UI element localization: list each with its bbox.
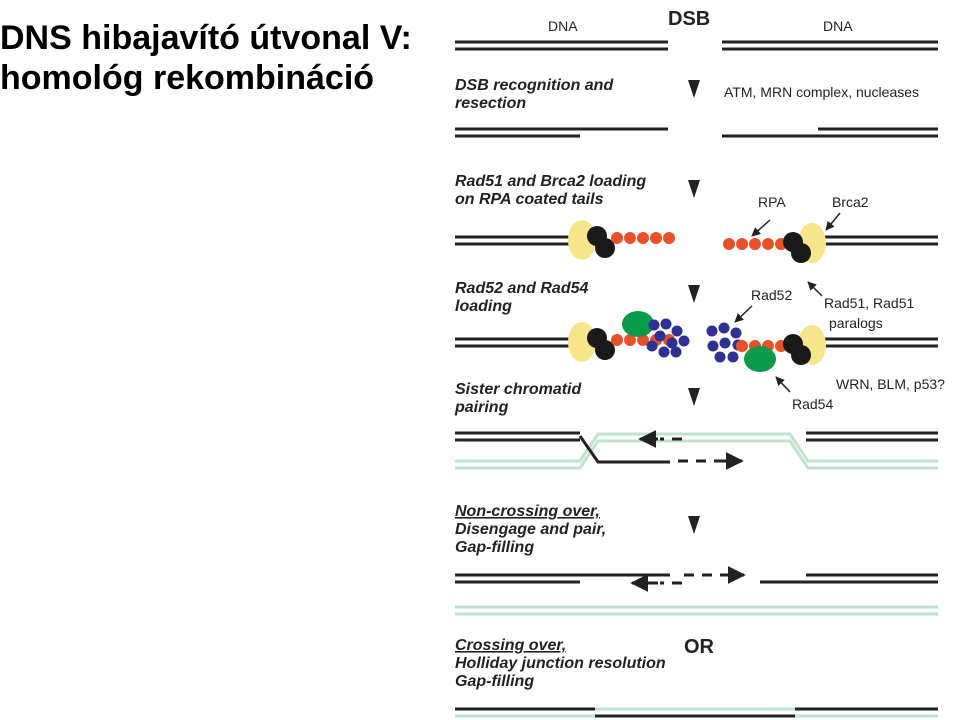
rad51-protein (791, 345, 811, 365)
rad52-bead (660, 318, 672, 330)
rad54-protein (622, 311, 654, 337)
protein-complex-right-2 (783, 223, 826, 263)
rad52-bead (706, 325, 718, 337)
rpa-bead (637, 334, 649, 346)
step-4-line-2: pairing (454, 399, 509, 416)
rpa-bead (611, 232, 623, 244)
dna-resected (455, 127, 938, 138)
step-6-line-2: Holliday junction resolution (455, 655, 666, 672)
step-2-line-1: Rad51 and Brca2 loading (455, 173, 646, 190)
rad52-bead (648, 319, 660, 331)
dna-initial (455, 40, 938, 51)
brca2-label: Brca2 (832, 194, 869, 210)
step-3-line-1: Rad52 and Rad54 (455, 280, 588, 297)
step-3-line-2: loading (455, 298, 512, 315)
rad52-bead (718, 322, 730, 334)
rpa-bead (736, 238, 748, 250)
rpa-chain-right-2 (723, 238, 787, 250)
or-label: OR (684, 636, 715, 658)
rpa-chain-left-2 (611, 232, 675, 244)
step-1-line-1: DSB recognition and (455, 77, 614, 94)
rpa-bead (749, 238, 761, 250)
rad52-bead (714, 351, 726, 363)
rpa-label: RPA (758, 194, 786, 210)
brca2-pointer (825, 212, 841, 231)
dna-crossover (455, 707, 938, 718)
rpa-bead (611, 334, 623, 346)
rpa-bead (624, 232, 636, 244)
rpa-bead (736, 340, 748, 352)
rad52-bead (719, 337, 731, 349)
rad52-cluster-left (646, 318, 690, 358)
rpa-bead (663, 232, 675, 244)
protein-complex-right-3 (706, 322, 826, 372)
rad52-bead (666, 337, 678, 349)
step-arrow-5 (688, 516, 700, 534)
dna-step-2 (455, 235, 938, 246)
rad52-bead (670, 346, 682, 358)
step-4-line-1: Sister chromatid (455, 381, 582, 398)
step-arrow-2 (688, 180, 700, 198)
dna-noncrossover (455, 573, 938, 584)
step-arrow-1 (688, 80, 700, 98)
rad52-bead (707, 340, 719, 352)
step-5-line-2: Disengage and pair, (455, 521, 606, 538)
rpa-pointer (751, 219, 771, 237)
step-1-line-2: resection (455, 95, 526, 112)
rad51-protein (595, 238, 615, 258)
slide-title: DNS hibajavító útvonal V: homológ rekomb… (0, 18, 412, 98)
rad52-bead (646, 340, 658, 352)
rad52-pointer (734, 305, 753, 323)
dsb-label: DSB (668, 8, 710, 30)
sister-chromatid-restored (455, 605, 938, 616)
step-arrow-4 (688, 388, 700, 406)
rad54-label: Rad54 (792, 396, 833, 412)
step-arrow-3 (688, 285, 700, 303)
rad54-protein (744, 346, 776, 372)
rad52-label: Rad52 (751, 287, 792, 303)
rad52-bead (671, 325, 683, 337)
rad52-bead (730, 327, 742, 339)
rpa-bead (723, 238, 735, 250)
rpa-bead (650, 232, 662, 244)
protein-complex-left-2 (568, 220, 615, 260)
rad51-paralogs-label-1: Rad51, Rad51 (824, 295, 915, 311)
rad52-bead (654, 330, 666, 342)
rpa-bead (637, 232, 649, 244)
wrn-blm-p53-label: WRN, BLM, p53? (836, 376, 945, 392)
dna-right-label: DNA (823, 18, 853, 34)
rpa-bead (624, 334, 636, 346)
protein-complex-left-3 (568, 311, 690, 362)
step-5-line-3: Gap-filling (455, 539, 534, 556)
step-6-line-3: Gap-filling (455, 673, 534, 690)
rad52-bead (678, 335, 690, 347)
gap-fill-arrows-4 (638, 430, 744, 470)
step-2-line-2: on RPA coated tails (455, 191, 604, 208)
rad51-protein (791, 243, 811, 263)
sister-chromatid (455, 432, 938, 470)
rad51-protein (595, 340, 615, 360)
title-line-1: DNS hibajavító útvonal V: (0, 19, 412, 57)
rad52-bead (727, 351, 739, 363)
gap-fill-arrows-5 (630, 566, 746, 592)
step-5-line-1: Non-crossing over, (455, 503, 600, 520)
invading-dna-4 (455, 431, 938, 464)
rad54-pointer (775, 376, 791, 393)
title-line-2: homológ rekombináció (0, 59, 375, 97)
dna-left-label: DNA (548, 18, 578, 34)
atm-mrn-label: ATM, MRN complex, nucleases (724, 84, 919, 100)
rad52-bead (658, 346, 670, 358)
rad51-pointer (807, 281, 823, 297)
rpa-bead (762, 238, 774, 250)
step-6-line-1: Crossing over, (455, 637, 566, 654)
rad51-paralogs-label-2: paralogs (829, 315, 883, 331)
dna-step-3 (455, 337, 938, 348)
